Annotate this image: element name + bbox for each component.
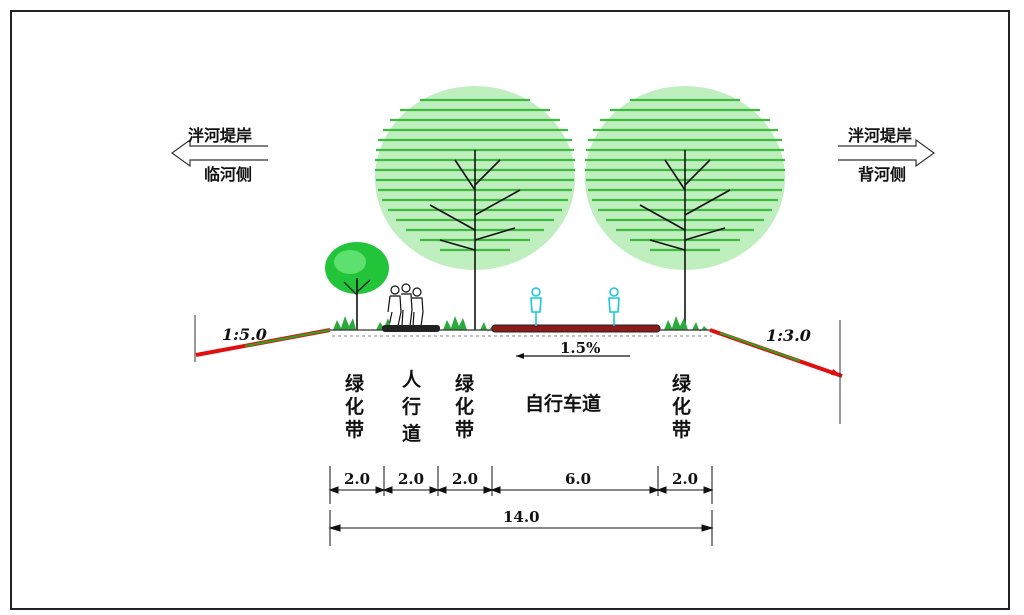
large-tree-left xyxy=(375,86,575,330)
ground-surface xyxy=(330,324,712,337)
bike-lane-surface xyxy=(491,324,661,333)
zone-label-green-belt-3: 绿 化 带 xyxy=(672,372,698,441)
zone-label-bike-lane: 自行车道 xyxy=(525,392,601,415)
grade-label: 1.5% xyxy=(560,339,600,357)
dim-sidewalk: 2.0 xyxy=(398,470,424,488)
dim-bike-lane: 6.0 xyxy=(565,470,591,488)
small-tree xyxy=(325,242,389,330)
right-slope-ratio: 1:3.0 xyxy=(766,326,811,345)
dim-green-belt-1: 2.0 xyxy=(344,470,370,488)
dim-total-width: 14.0 xyxy=(503,508,540,526)
right-slope: 1:3.0 xyxy=(709,320,843,424)
dim-green-belt-3: 2.0 xyxy=(672,470,698,488)
cyclist-icon xyxy=(530,287,620,326)
left-slope-ratio: 1:5.0 xyxy=(222,325,267,344)
zone-label-green-belt-2: 绿 化 带 xyxy=(455,372,481,441)
left-arrow-bottom-label: 临河侧 xyxy=(204,165,252,184)
grade-indicator: 1.5% xyxy=(516,339,630,359)
large-tree-right xyxy=(585,86,785,330)
left-arrow-top-label: 泮河堤岸 xyxy=(188,126,252,145)
right-arrow-bottom-label: 背河侧 xyxy=(858,165,906,184)
right-arrow-top-label: 泮河堤岸 xyxy=(848,126,912,145)
left-direction-arrow: 泮河堤岸 临河侧 xyxy=(170,126,268,184)
right-direction-arrow: 泮河堤岸 背河侧 xyxy=(838,126,936,184)
dim-green-belt-2: 2.0 xyxy=(452,470,478,488)
zone-label-sidewalk: 人 行 道 xyxy=(401,369,428,445)
pedestrians xyxy=(387,283,424,327)
left-slope: 1:5.0 xyxy=(194,315,331,362)
zone-label-green-belt-1: 绿 化 带 xyxy=(345,372,371,441)
zone-labels: 绿 化 带 人 行 道 绿 化 带 自行车道 绿 化 带 xyxy=(345,369,698,445)
dimension-lines xyxy=(328,466,714,546)
dimension-labels: 2.0 2.0 2.0 6.0 2.0 14.0 xyxy=(344,470,698,526)
sidewalk-surface xyxy=(382,325,440,332)
